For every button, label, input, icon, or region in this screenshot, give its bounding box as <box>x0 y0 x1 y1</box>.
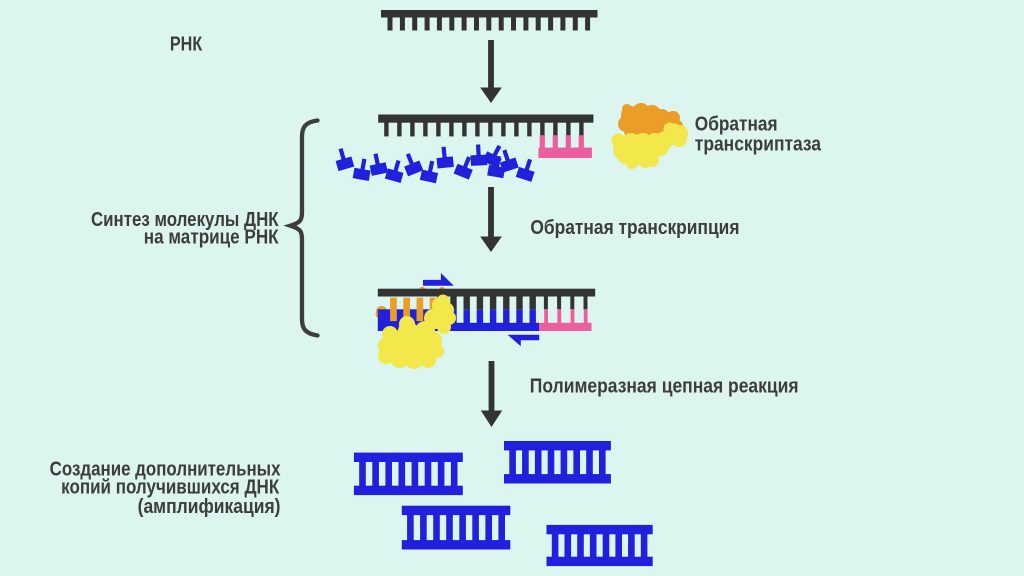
svg-text:на матрице РНК: на матрице РНК <box>144 225 279 248</box>
svg-text:Обратная транскрипция: Обратная транскрипция <box>530 216 739 239</box>
svg-text:(амплификация): (амплификация) <box>138 496 281 518</box>
svg-text:РНК: РНК <box>170 32 203 55</box>
svg-text:Синтез молекулы ДНК: Синтез молекулы ДНК <box>91 208 279 231</box>
svg-text:Полимеразная цепная реакция: Полимеразная цепная реакция <box>530 376 799 398</box>
svg-text:Создание дополнительных: Создание дополнительных <box>50 457 281 480</box>
svg-text:транскриптаза: транскриптаза <box>695 132 822 154</box>
svg-text:Обратная: Обратная <box>695 112 778 135</box>
svg-text:копий получившихся ДНК: копий получившихся ДНК <box>61 475 280 498</box>
